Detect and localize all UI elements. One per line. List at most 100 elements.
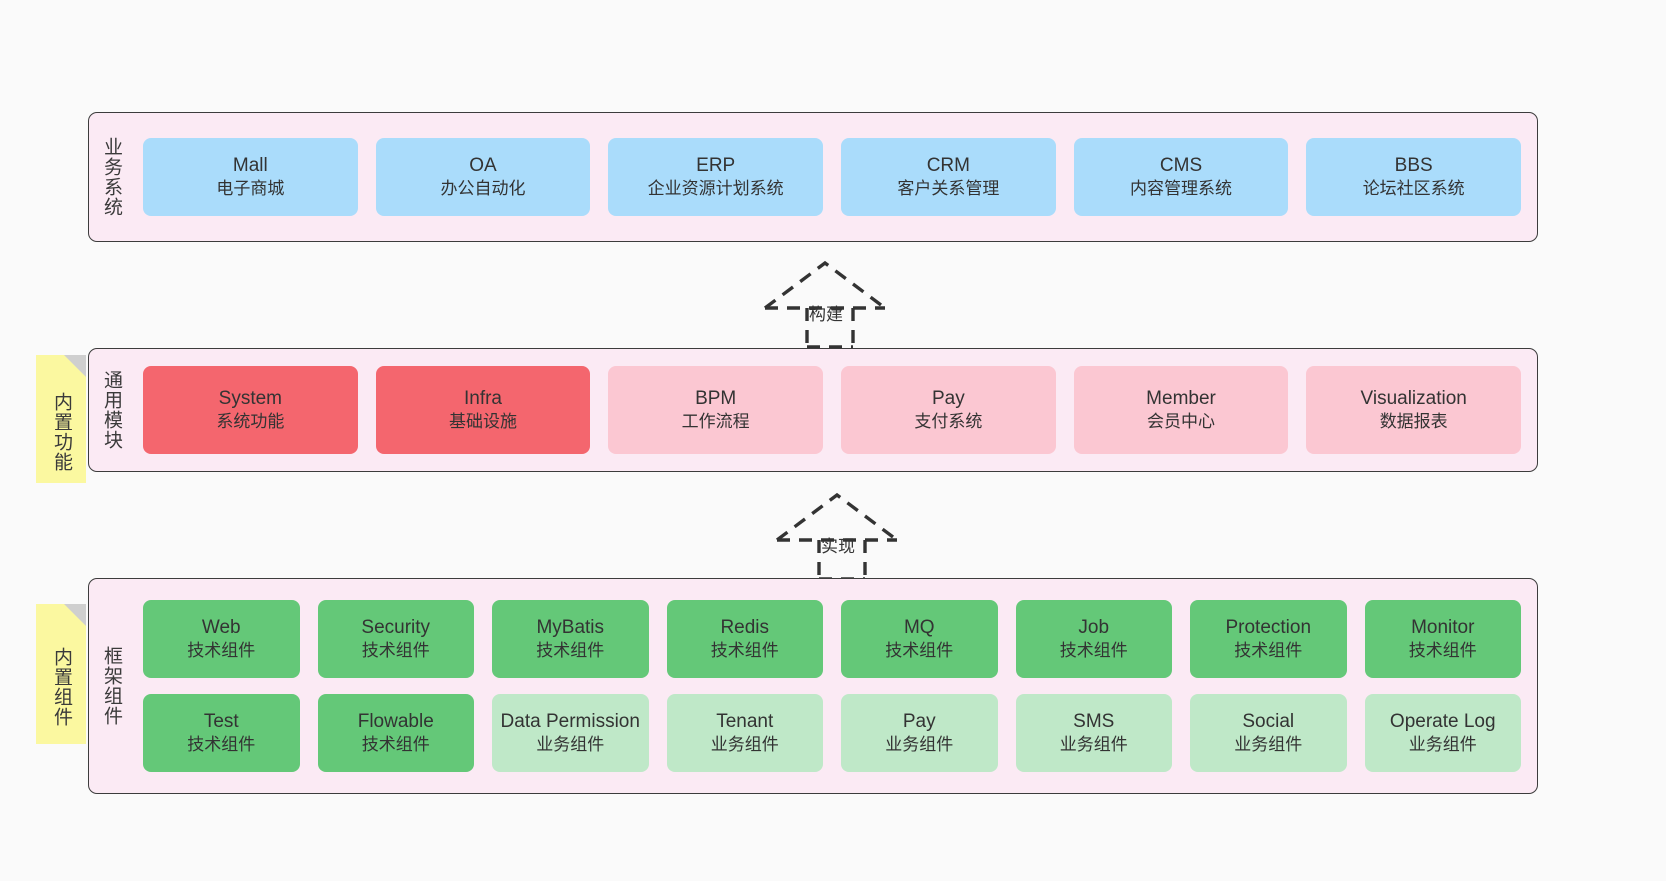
card-title: BBS (1394, 154, 1433, 176)
layer-body-business-systems: Mall 电子商城 OA 办公自动化 ERP 企业资源计划系统 CRM 客户关系… (133, 113, 1537, 241)
card-title: Infra (463, 387, 503, 409)
card-title: Pay (902, 710, 936, 732)
card-subtitle: 技术组件 (536, 641, 605, 661)
card-pay-business[interactable]: Pay 业务组件 (841, 694, 998, 772)
note-label: 内置组件 (51, 647, 73, 727)
card-subtitle: 电子商城 (216, 179, 285, 199)
card-title: BPM (695, 387, 737, 409)
card-title: Visualization (1360, 387, 1467, 409)
card-subtitle: 业务组件 (710, 735, 779, 755)
card-subtitle: 业务组件 (1059, 735, 1128, 755)
card-test[interactable]: Test 技术组件 (143, 694, 300, 772)
note-builtin-components: 内置组件 (36, 604, 86, 744)
connector-implement: 实现 (772, 490, 922, 582)
card-job[interactable]: Job 技术组件 (1015, 600, 1172, 678)
card-title: Job (1078, 616, 1110, 638)
card-subtitle: 内容管理系统 (1130, 179, 1233, 199)
card-title: Operate Log (1389, 710, 1496, 732)
card-subtitle: 技术组件 (710, 641, 779, 661)
connector-label-build: 构建 (809, 305, 843, 324)
card-subtitle: 基础设施 (449, 412, 517, 432)
card-row: Test 技术组件 Flowable 技术组件 Data Permission … (143, 694, 1521, 772)
card-title: Protection (1225, 616, 1312, 638)
card-subtitle: 工作流程 (681, 412, 750, 432)
card-system[interactable]: System 系统功能 (143, 366, 358, 454)
card-protection[interactable]: Protection 技术组件 (1190, 600, 1347, 678)
card-subtitle: 技术组件 (361, 641, 430, 661)
card-subtitle: 业务组件 (1234, 735, 1303, 755)
layer-title-framework-components: 框架组件 (101, 646, 123, 726)
card-redis[interactable]: Redis 技术组件 (666, 600, 823, 678)
card-operate-log[interactable]: Operate Log 业务组件 (1364, 694, 1521, 772)
card-subtitle: 会员中心 (1147, 412, 1216, 432)
note-builtin-features: 内置功能 (36, 355, 86, 483)
card-subtitle: 办公自动化 (440, 179, 526, 199)
card-bbs[interactable]: BBS 论坛社区系统 (1306, 138, 1522, 216)
layer-common-modules: 通用模块 System 系统功能 Infra 基础设施 BPM 工作流程 Pay… (88, 348, 1538, 472)
card-cms[interactable]: CMS 内容管理系统 (1073, 138, 1289, 216)
card-subtitle: 技术组件 (1059, 641, 1128, 661)
card-title: Tenant (716, 710, 774, 732)
card-crm[interactable]: CRM 客户关系管理 (841, 138, 1056, 216)
card-social[interactable]: Social 业务组件 (1190, 694, 1347, 772)
card-title: Test (203, 710, 239, 732)
card-subtitle: 技术组件 (187, 735, 256, 755)
card-subtitle: 业务组件 (1408, 735, 1477, 755)
card-title: Data Permission (500, 710, 640, 732)
card-title: Social (1242, 710, 1295, 732)
card-pay[interactable]: Pay 支付系统 (841, 366, 1056, 454)
card-title: Mall (232, 154, 268, 176)
card-row: Mall 电子商城 OA 办公自动化 ERP 企业资源计划系统 CRM 客户关系… (143, 138, 1522, 216)
card-mybatis[interactable]: MyBatis 技术组件 (492, 600, 649, 678)
card-subtitle: 业务组件 (885, 735, 954, 755)
card-subtitle: 论坛社区系统 (1362, 179, 1465, 199)
card-subtitle: 企业资源计划系统 (647, 179, 784, 199)
card-subtitle: 系统功能 (216, 412, 285, 432)
card-subtitle: 数据报表 (1379, 412, 1448, 432)
layer-body-common-modules: System 系统功能 Infra 基础设施 BPM 工作流程 Pay 支付系统… (133, 349, 1537, 471)
card-title: Web (201, 616, 241, 638)
card-oa[interactable]: OA 办公自动化 (375, 138, 591, 216)
card-title: Monitor (1411, 616, 1475, 638)
card-title: Flowable (357, 710, 434, 732)
layer-body-framework-components: Web 技术组件 Security 技术组件 MyBatis 技术组件 Redi… (133, 579, 1537, 793)
card-subtitle: 技术组件 (361, 735, 430, 755)
card-subtitle: 技术组件 (187, 641, 256, 661)
card-mall[interactable]: Mall 电子商城 (143, 138, 358, 216)
layer-title-common-modules: 通用模块 (101, 370, 123, 450)
card-title: SMS (1073, 710, 1115, 732)
card-tenant[interactable]: Tenant 业务组件 (666, 694, 823, 772)
generalization-arrow-icon (763, 260, 887, 350)
card-title: OA (469, 154, 497, 176)
card-title: MyBatis (536, 616, 605, 638)
connector-build: 构建 (760, 258, 910, 350)
card-monitor[interactable]: Monitor 技术组件 (1364, 600, 1521, 678)
note-label: 内置功能 (51, 392, 73, 472)
card-infra[interactable]: Infra 基础设施 (375, 366, 591, 454)
card-member[interactable]: Member 会员中心 (1073, 366, 1289, 454)
card-mq[interactable]: MQ 技术组件 (841, 600, 998, 678)
card-sms[interactable]: SMS 业务组件 (1015, 694, 1172, 772)
card-title: Pay (931, 387, 965, 409)
card-title: System (218, 387, 283, 409)
card-title: ERP (696, 154, 736, 176)
card-flowable[interactable]: Flowable 技术组件 (317, 694, 474, 772)
card-row: Web 技术组件 Security 技术组件 MyBatis 技术组件 Redi… (143, 600, 1521, 678)
card-security[interactable]: Security 技术组件 (317, 600, 474, 678)
layer-framework-components: 框架组件 Web 技术组件 Security 技术组件 MyBatis 技术组件… (88, 578, 1538, 794)
card-erp[interactable]: ERP 企业资源计划系统 (608, 138, 824, 216)
card-bpm[interactable]: BPM 工作流程 (608, 366, 824, 454)
card-data-permission[interactable]: Data Permission 业务组件 (492, 694, 649, 772)
card-subtitle: 技术组件 (885, 641, 954, 661)
card-subtitle: 业务组件 (536, 735, 605, 755)
connector-label-implement: 实现 (821, 537, 855, 556)
card-subtitle: 技术组件 (1408, 641, 1477, 661)
card-title: CMS (1159, 154, 1203, 176)
card-web[interactable]: Web 技术组件 (143, 600, 300, 678)
card-title: Redis (720, 616, 770, 638)
card-subtitle: 客户关系管理 (897, 179, 1000, 199)
card-visualization[interactable]: Visualization 数据报表 (1306, 366, 1522, 454)
card-title: Security (361, 616, 431, 638)
layer-business-systems: 业务系统 Mall 电子商城 OA 办公自动化 ERP 企业资源计划系统 CRM… (88, 112, 1538, 242)
